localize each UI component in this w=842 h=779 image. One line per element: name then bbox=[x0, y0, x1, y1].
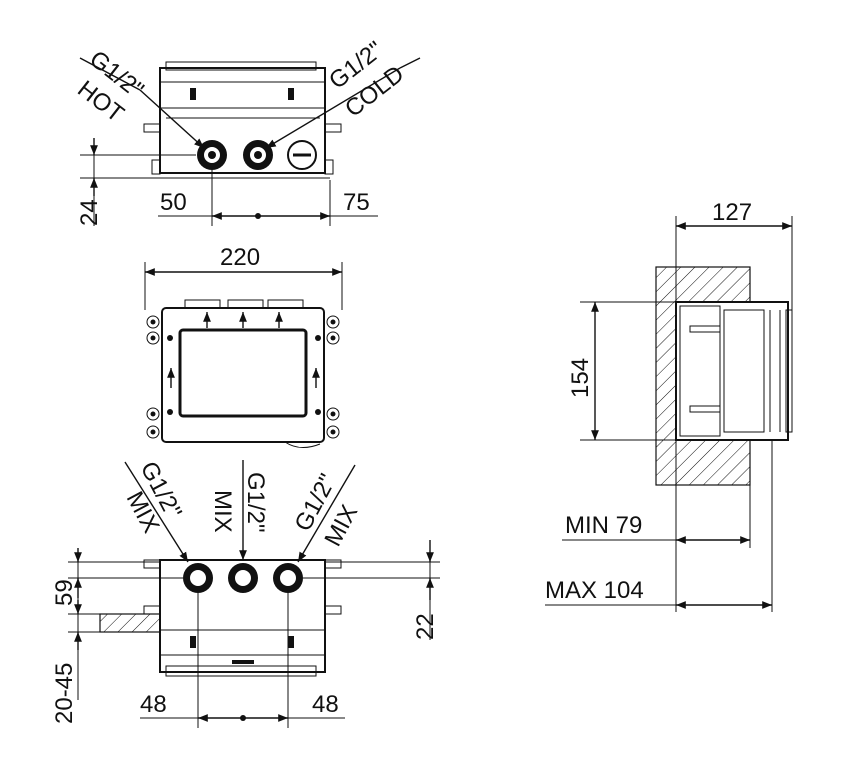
dim-22: 22 bbox=[412, 613, 439, 640]
front-frame bbox=[161, 307, 325, 443]
side-box bbox=[675, 301, 789, 441]
bottom-dim-48-left: 48 bbox=[140, 691, 167, 718]
dim-20-45: 20-45 bbox=[51, 663, 78, 724]
top-height-dim: 24 bbox=[76, 199, 103, 226]
bottom-dim-48-right: 48 bbox=[312, 691, 339, 718]
front-width-dim: 220 bbox=[220, 244, 260, 271]
mix-port-1 bbox=[183, 563, 213, 593]
mix-port-3 bbox=[273, 563, 303, 593]
side-max-dim: MAX 104 bbox=[545, 577, 644, 604]
side-depth-dim: 127 bbox=[712, 199, 752, 226]
bottom-view: G1/2" MIX G1/2" MIX G1/2" MIX 59 20-45 2… bbox=[51, 457, 440, 728]
mix-port-2 bbox=[228, 563, 258, 593]
top-dim-75: 75 bbox=[343, 189, 370, 216]
side-height-dim: 154 bbox=[567, 358, 594, 398]
front-opening bbox=[178, 328, 308, 418]
dim-59: 59 bbox=[51, 579, 78, 606]
top-view: G1/2" HOT G1/2" COLD 24 50 75 bbox=[72, 36, 421, 226]
wall-hatch bbox=[99, 613, 161, 633]
side-min-dim: MIN 79 bbox=[565, 512, 642, 539]
side-view: 127 154 MIN 79 MAX 104 bbox=[545, 199, 793, 612]
mix-2-thread-label: G1/2" bbox=[242, 472, 269, 533]
cold-port bbox=[243, 140, 273, 170]
hot-port bbox=[197, 140, 227, 170]
top-view-lid bbox=[165, 61, 317, 71]
plug-port bbox=[287, 140, 317, 170]
mix-2-label: MIX bbox=[209, 490, 236, 533]
top-dim-50: 50 bbox=[160, 189, 187, 216]
front-view: 220 bbox=[144, 244, 343, 448]
